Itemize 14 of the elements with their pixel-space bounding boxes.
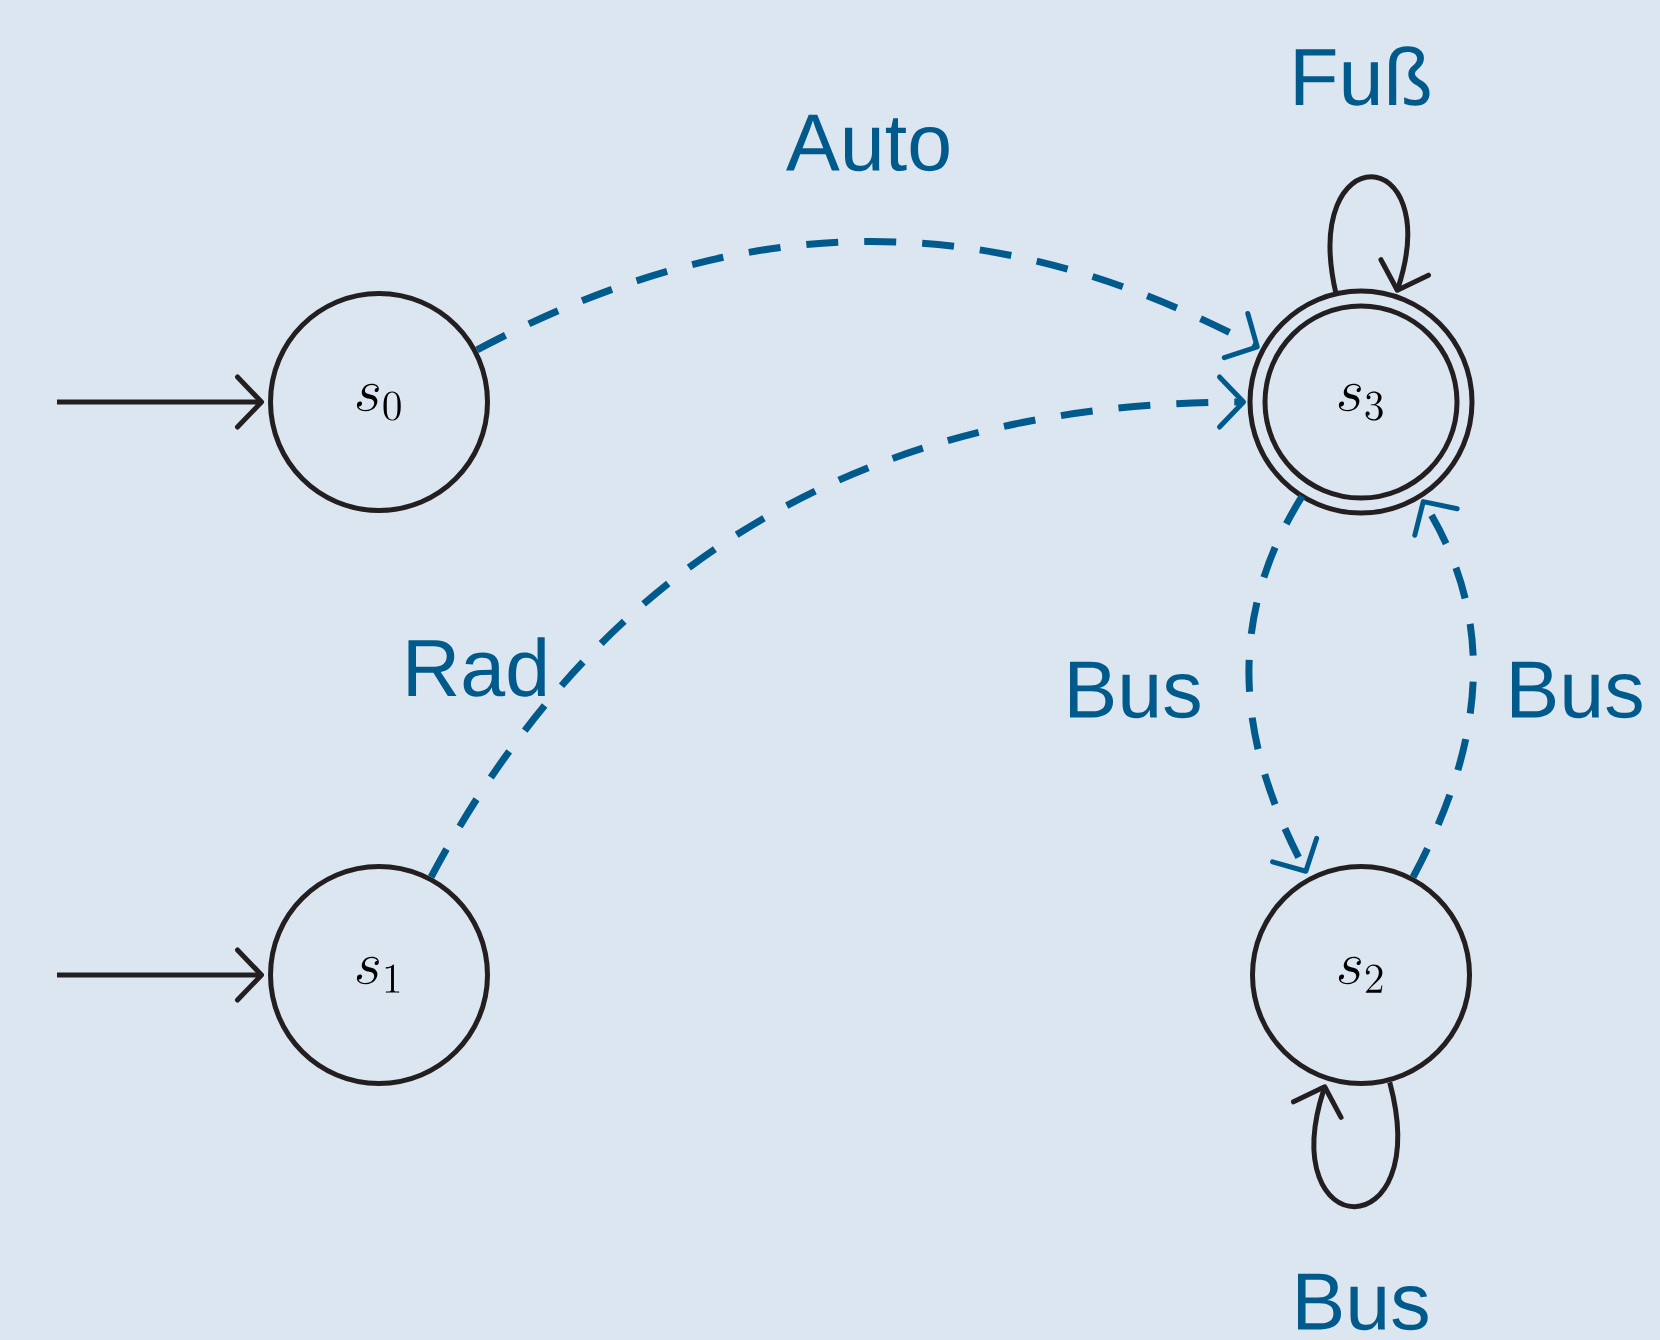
arrow bbox=[475, 238, 1260, 361]
arrow bbox=[1328, 174, 1431, 295]
arrow bbox=[1409, 499, 1477, 879]
edge-label: Bus bbox=[1501, 658, 1649, 722]
arrow bbox=[57, 947, 264, 1003]
arrow bbox=[1291, 1081, 1400, 1209]
edge-label: Auto bbox=[782, 111, 956, 175]
edge-label: Bus bbox=[1059, 658, 1207, 722]
arrow bbox=[57, 374, 264, 430]
arrow bbox=[1245, 494, 1320, 874]
edge-label: Fuß bbox=[1285, 42, 1437, 110]
edge-label: Bus bbox=[1287, 1270, 1435, 1334]
edge-label: Rad bbox=[398, 633, 554, 701]
arrow bbox=[428, 374, 1246, 879]
